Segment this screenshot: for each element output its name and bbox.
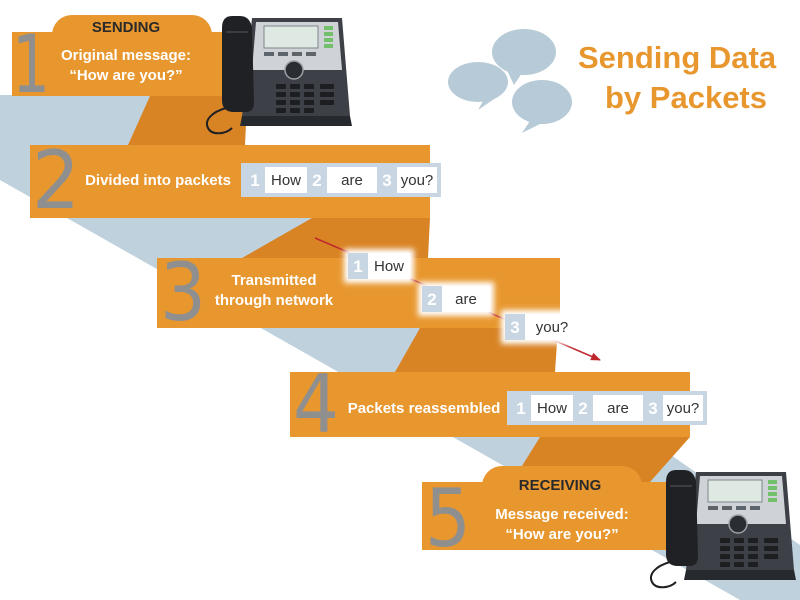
packet-word: are (341, 172, 363, 189)
step-1-bar (12, 32, 250, 96)
packet-group-in-transit: 1 How 2 are 3 you? (344, 249, 583, 344)
packet-number: 1 (250, 171, 259, 190)
step-2-number: 2 (32, 134, 80, 227)
packet-word: you? (536, 319, 569, 336)
packet-word-cell (531, 395, 573, 421)
packet-3: 3 you? (501, 310, 583, 344)
packet-1: 1 How (511, 395, 573, 421)
packet-1: 1 How (245, 167, 307, 193)
packet-word-cell (442, 286, 490, 312)
step-5-line-1: Message received: (495, 506, 628, 523)
packet-number-cell (643, 395, 663, 421)
packet-word: you? (667, 400, 700, 417)
packet-word: are (607, 400, 629, 417)
step-1: 1 SENDING Original message: “How are you… (12, 15, 250, 111)
packet-number: 3 (648, 399, 657, 418)
packet-2: 2 are (307, 167, 377, 193)
diagram-title-line2: by Packets (605, 80, 767, 115)
step-2: 2 Divided into packets (30, 134, 430, 227)
packet-number: 3 (510, 318, 519, 337)
step-3-line-1: Transmitted (231, 272, 316, 289)
packet-number: 2 (312, 171, 321, 190)
packet-number-cell (245, 167, 265, 193)
packet-number: 2 (578, 399, 587, 418)
packet-word-cell (397, 167, 437, 193)
packet-word: How (537, 400, 567, 417)
packet-word: you? (401, 172, 434, 189)
packet-number-cell (307, 167, 327, 193)
step-3-number: 3 (160, 246, 206, 339)
step-5-bar (422, 482, 690, 550)
step-4-line-1: Packets reassembled (348, 400, 501, 417)
packet-number-cell (377, 167, 397, 193)
packet-number: 1 (516, 399, 525, 418)
packet-word: are (455, 291, 477, 308)
packet-number: 2 (427, 290, 436, 309)
desk-phone-icon (650, 470, 796, 589)
packet-2: 2 are (573, 395, 643, 421)
packet-group-reassembled: 1 How 2 are 3 you? (507, 391, 707, 425)
packet-word-cell (327, 167, 377, 193)
step-2-line-1: Divided into packets (85, 172, 231, 189)
packet-2: 2 are (418, 282, 494, 316)
packet-number-cell (422, 286, 442, 312)
step-5-line-2: “How are you?” (505, 526, 618, 543)
packet-word-cell (593, 395, 643, 421)
step-4-number: 4 (293, 358, 339, 451)
step-1-tab-label: SENDING (92, 19, 160, 36)
step-5-tab-label: RECEIVING (519, 477, 602, 494)
desk-phone-icon (206, 16, 352, 135)
packet-3: 3 you? (377, 167, 437, 193)
packet-number: 1 (353, 257, 362, 276)
packet-word: How (271, 172, 301, 189)
packet-number: 3 (382, 171, 391, 190)
packet-group-divided: 1 How 2 are 3 you? (241, 163, 441, 197)
step-5-number: 5 (425, 472, 471, 565)
packet-3: 3 you? (643, 395, 703, 421)
diagram-title-line1: Sending Data (578, 40, 777, 75)
ribbon-2-3 (242, 218, 430, 258)
packet-word: How (374, 258, 404, 275)
speech-bubbles-icon (448, 29, 572, 133)
packet-word-cell (663, 395, 703, 421)
packet-1: 1 How (344, 249, 414, 283)
step-1-number: 1 (12, 18, 50, 111)
packet-word-cell (525, 314, 579, 340)
step-1-line-1: Original message: (61, 47, 191, 64)
step-3-line-2: through network (215, 292, 334, 309)
packet-word-cell (368, 253, 410, 279)
step-1-line-2: “How are you?” (69, 67, 182, 84)
packet-number-cell (505, 314, 525, 340)
packet-word-cell (265, 167, 307, 193)
step-5: 5 RECEIVING Message received: “How are y… (422, 466, 690, 565)
packet-number-cell (573, 395, 593, 421)
packet-number-cell (348, 253, 368, 279)
packet-number-cell (511, 395, 531, 421)
